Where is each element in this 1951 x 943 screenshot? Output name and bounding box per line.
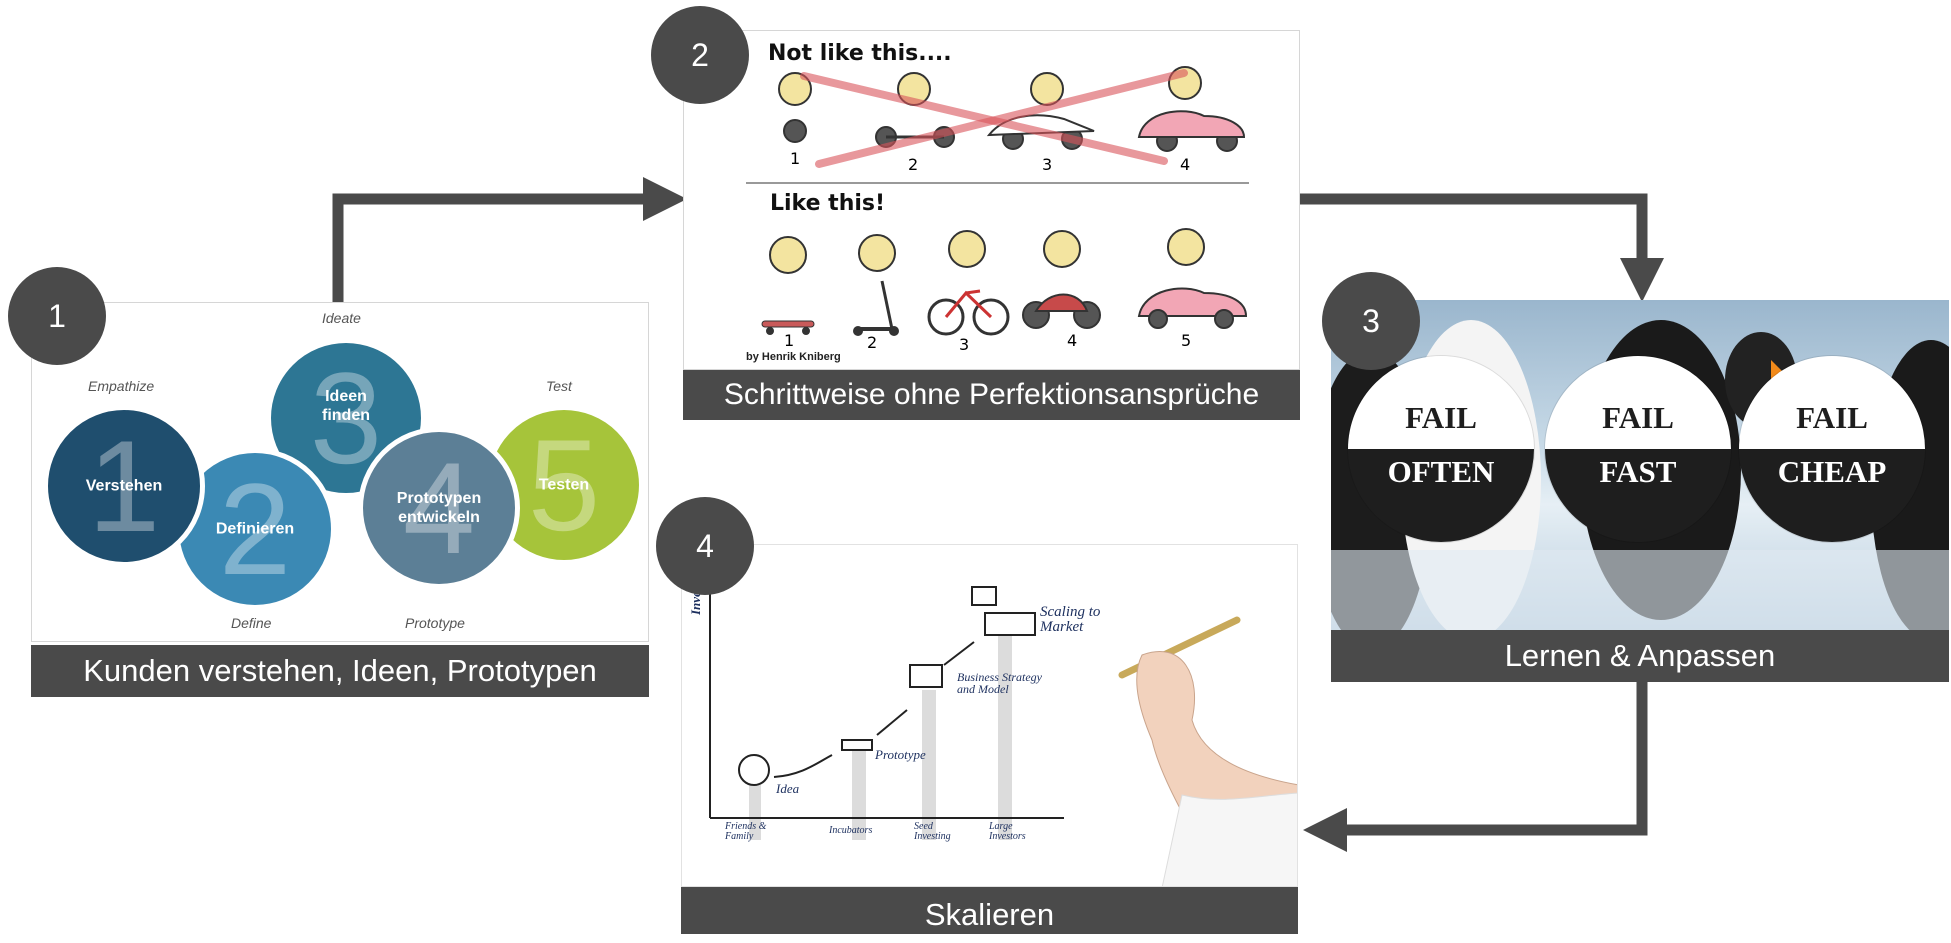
circle-5-number: 5 <box>527 412 601 558</box>
top-num-1: 1 <box>790 149 801 168</box>
face-bottom-2 <box>858 234 896 272</box>
face-bottom-1 <box>769 236 807 274</box>
credit: by Henrik Kniberg <box>746 351 841 363</box>
step-prototype: Prototype <box>875 747 926 762</box>
fail-cheap-bottom: CHEAP <box>1777 454 1887 489</box>
bottom-num-5: 5 <box>1181 331 1192 350</box>
fail-circle-often: FAIL OFTEN <box>1348 356 1534 542</box>
face-bottom-5 <box>1167 228 1205 266</box>
circle-2-number: 2 <box>218 456 292 602</box>
scaling-chart <box>709 575 1297 886</box>
bulb-icon <box>738 754 770 786</box>
red-cross <box>800 69 1188 168</box>
mvp-panel: Not like this.... <box>683 30 1300 370</box>
step-scaling-market: Scaling to Market <box>1040 604 1101 635</box>
step-badge-3: 3 <box>1322 272 1420 370</box>
top-num-2: 2 <box>908 155 919 174</box>
car-bottom <box>1137 287 1248 329</box>
circle-4-number: 4 <box>402 435 476 581</box>
car-body-top <box>1137 110 1246 138</box>
x-label-seed: Seed Investing <box>914 821 951 842</box>
like-title: Like this! <box>770 191 886 216</box>
fail-often-bottom: OFTEN <box>1387 454 1495 489</box>
x-label-incubators: Incubators <box>829 825 873 836</box>
step-badge-4: 4 <box>656 497 754 595</box>
fail-circle-cheap: FAIL CHEAP <box>1739 356 1925 542</box>
label-define: Define <box>231 615 272 631</box>
circle-3-label: Ideen finden <box>322 387 370 424</box>
bottom-num-2: 2 <box>867 333 878 352</box>
circle-5-label: Testen <box>538 476 590 494</box>
face-top-3 <box>1030 72 1064 106</box>
fail-cheap-top: FAIL <box>1796 400 1868 435</box>
label-empathize: Empathize <box>88 378 155 394</box>
circle-2-label: Definieren <box>215 520 295 538</box>
circle-3-ideen-finden: 3 Ideen finden <box>266 338 426 498</box>
top-num-3: 3 <box>1042 155 1053 174</box>
hand-with-pen <box>1118 616 1297 886</box>
label-test: Test <box>546 378 572 394</box>
circle-1-number: 1 <box>87 413 161 559</box>
caption-step-4: Skalieren <box>681 887 1298 934</box>
label-ideate: Ideate <box>322 310 361 326</box>
face-bottom-3 <box>948 230 986 268</box>
caption-step-3: Lernen & Anpassen <box>1331 630 1949 682</box>
motorcycle <box>1022 293 1101 329</box>
bottom-num-4: 4 <box>1067 331 1078 350</box>
arrow-2-to-3 <box>1300 193 1664 302</box>
not-like-title: Not like this.... <box>768 41 952 66</box>
caption-step-1: Kunden verstehen, Ideen, Prototypen <box>31 645 649 697</box>
x-label-large: Large Investors <box>989 821 1026 842</box>
bicycle <box>927 289 1010 336</box>
caption-step-2: Schrittweise ohne Perfektionsansprüche <box>683 370 1300 420</box>
fail-fast-top: FAIL <box>1602 400 1674 435</box>
design-thinking-panel: Ideate Empathize Test Define Prototype 3… <box>31 302 649 642</box>
step-business-strategy: Business Strategy and Model <box>957 670 1042 696</box>
arrow-3-to-4 <box>1303 682 1648 852</box>
mvp-top-drawing <box>746 66 1249 336</box>
step-badge-1: 1 <box>8 267 106 365</box>
ruler-icon <box>841 739 873 751</box>
circle-3-number: 3 <box>309 345 383 491</box>
circle-4-label: Prototypen entwickeln <box>396 489 482 526</box>
face-top-1 <box>778 72 812 106</box>
top-num-4: 4 <box>1180 155 1191 174</box>
laptop-icon <box>909 664 943 688</box>
face-bottom-4 <box>1043 230 1081 268</box>
wheel-top-1 <box>783 119 807 143</box>
fail-circle-fast: FAIL FAST <box>1545 356 1731 542</box>
skateboard <box>761 320 815 328</box>
circle-4-prototypen: 4 Prototypen entwickeln <box>358 427 520 589</box>
fail-often-top: FAIL <box>1405 400 1477 435</box>
arrow-1-to-2 <box>332 177 687 302</box>
x-label-friends: Friends & Family <box>725 821 767 842</box>
money-icon <box>984 612 1036 636</box>
scaling-panel: Invest Idea Prototype Business Strategy … <box>681 544 1298 887</box>
circle-1-label: Verstehen <box>85 477 163 495</box>
bottom-num-3: 3 <box>959 335 970 354</box>
label-prototype: Prototype <box>405 615 465 631</box>
bottom-num-1: 1 <box>784 331 795 350</box>
circle-1-verstehen: 1 Verstehen <box>43 405 205 567</box>
step-badge-2: 2 <box>651 6 749 104</box>
fail-fast-bottom: FAST <box>1599 454 1677 489</box>
step-idea: Idea <box>776 781 800 796</box>
